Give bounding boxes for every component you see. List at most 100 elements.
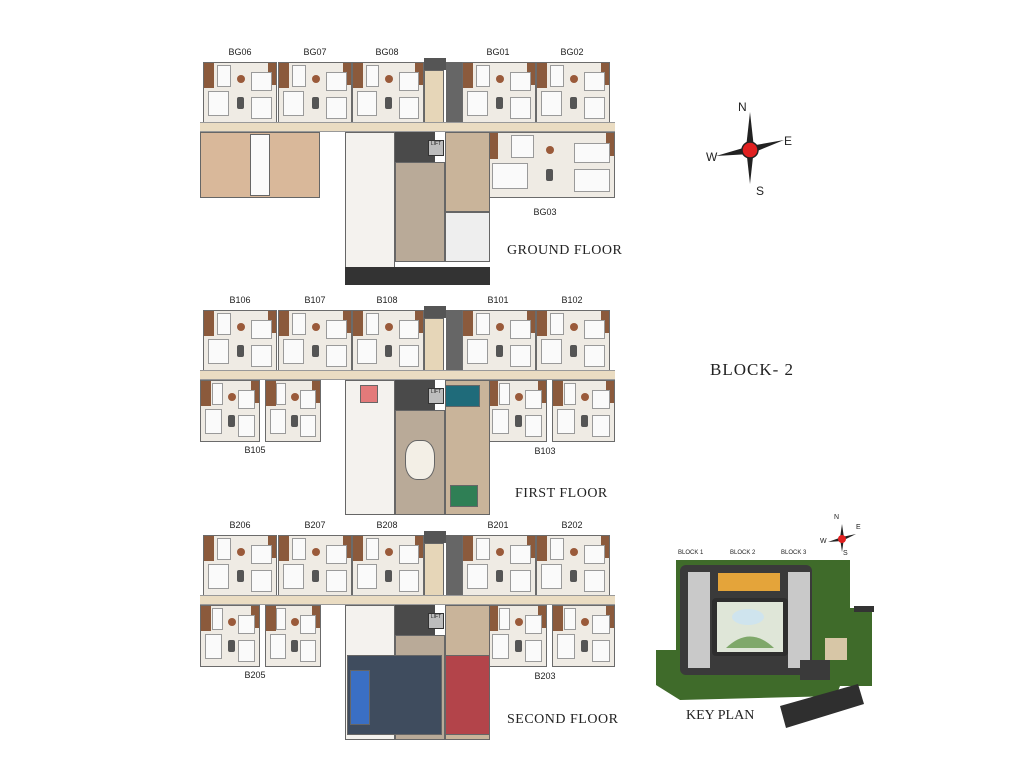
bedroom (557, 633, 575, 659)
balcony (537, 536, 547, 561)
bathroom (476, 65, 490, 87)
bathroom (498, 383, 510, 405)
bedroom (357, 90, 378, 116)
balcony (488, 381, 498, 406)
lobby (424, 70, 444, 124)
indoor-games (445, 655, 490, 735)
balcony (601, 311, 609, 333)
bedroom (592, 640, 610, 662)
amenity-room (445, 132, 490, 212)
bedroom (492, 633, 509, 659)
bedroom (300, 640, 316, 662)
unit-label: B107 (304, 295, 326, 305)
bedroom (251, 570, 272, 592)
balcony (279, 63, 289, 88)
bedroom (398, 72, 419, 91)
sofa (312, 97, 320, 110)
apartment-unit (462, 310, 536, 372)
apartment-unit (536, 310, 610, 372)
snooker-table (450, 485, 478, 507)
apartment-unit (278, 62, 352, 124)
sofa (570, 345, 578, 358)
lobby-hall (395, 162, 445, 262)
bathroom (550, 65, 564, 87)
gym-mats (350, 670, 370, 725)
shaft (446, 535, 462, 597)
lift: LIFT (428, 140, 444, 156)
unit-label: BG01 (486, 47, 510, 57)
stair-core (424, 58, 446, 70)
key-compass-s: S (843, 550, 848, 557)
apartment-unit (265, 605, 321, 667)
bedroom (300, 390, 316, 409)
lobby (424, 318, 444, 372)
bedroom (541, 338, 562, 364)
floor-title: FIRST FLOOR (515, 486, 608, 501)
bedroom (525, 640, 542, 662)
balcony (204, 63, 214, 88)
bedroom (592, 390, 610, 409)
dining-table (237, 75, 246, 84)
sofa (291, 640, 299, 653)
bathroom (476, 538, 490, 560)
sofa (228, 415, 235, 428)
balcony (553, 381, 563, 406)
balcony (415, 63, 423, 85)
bedroom (300, 615, 316, 634)
bedroom (592, 615, 610, 634)
apartment-unit (203, 535, 277, 597)
bathroom (292, 65, 306, 87)
unit-label: BG08 (375, 47, 399, 57)
unit-label: B101 (487, 295, 509, 305)
bedroom (398, 570, 419, 592)
bedroom (326, 545, 347, 564)
apartment-unit (352, 535, 424, 597)
bathroom (564, 383, 576, 405)
dining-table (515, 393, 523, 402)
balcony (251, 381, 259, 403)
balcony (279, 536, 289, 561)
bedroom (357, 338, 378, 364)
bedroom (510, 97, 531, 119)
balcony (527, 311, 535, 333)
unit-label: BG03 (533, 207, 557, 217)
shaft (446, 310, 462, 372)
sofa (228, 640, 235, 653)
key-compass-w: W (820, 538, 827, 545)
unit-label: B208 (376, 520, 398, 530)
shaft (446, 62, 462, 124)
bedroom (326, 345, 347, 367)
bedroom (251, 320, 272, 339)
balcony (251, 606, 259, 628)
balcony (601, 63, 609, 85)
unit-label: B103 (534, 446, 556, 456)
bedroom (492, 408, 509, 434)
balcony (201, 606, 211, 631)
unit-label: B202 (561, 520, 583, 530)
key-plan-title: KEY PLAN (686, 708, 755, 723)
balcony (415, 536, 423, 558)
bedroom (283, 338, 304, 364)
apartment-unit (536, 62, 610, 124)
corridor (200, 595, 615, 605)
apartment-unit (203, 62, 277, 124)
balcony (463, 63, 473, 88)
dining-table (570, 323, 579, 332)
balcony (279, 311, 289, 336)
sofa (237, 97, 245, 110)
bedroom (541, 90, 562, 116)
bedroom (326, 320, 347, 339)
dining-table (312, 323, 321, 332)
dining-table (312, 548, 321, 557)
balcony (488, 133, 498, 160)
bathroom (217, 538, 231, 560)
bedroom (238, 615, 255, 634)
balcony (606, 606, 614, 628)
dining-table (570, 75, 579, 84)
bedroom (398, 97, 419, 119)
dining-table (228, 393, 236, 402)
balcony (268, 536, 276, 558)
dining-table (385, 323, 394, 332)
balcony (601, 536, 609, 558)
balcony (606, 133, 614, 157)
